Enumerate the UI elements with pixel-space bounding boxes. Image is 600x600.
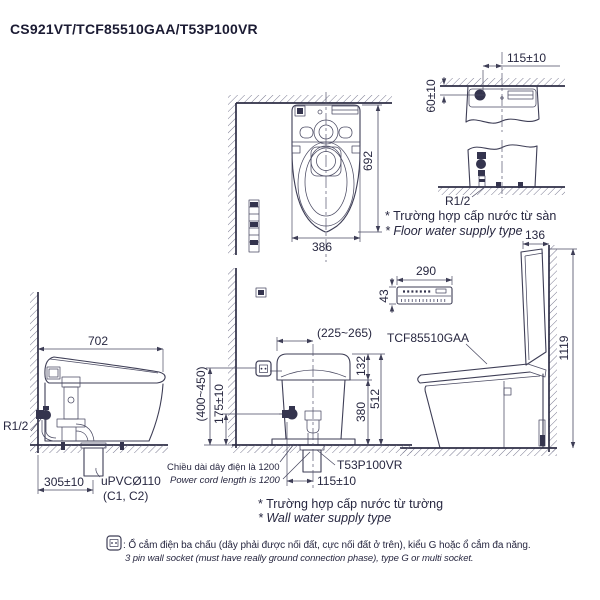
wall-supply-valve-icon [279, 406, 298, 420]
wall-hatch [549, 245, 557, 452]
floor-hatch [232, 445, 301, 453]
dim-lid-height: 132 [354, 356, 368, 376]
cord-note-vi: Chiều dài dây điện là 1200 [167, 462, 280, 473]
note-line2: 3 pin wall socket (must have really grou… [125, 553, 473, 564]
dim-lid-depth: 136 [525, 228, 545, 242]
cord-note-en: Power cord length is 1200 [170, 475, 281, 486]
pipe-variants: (C1, C2) [103, 489, 148, 503]
dim-socket-height: (400~450) [194, 366, 208, 421]
body-outline [44, 382, 164, 442]
wall-supply-caption-vi: * Trường hợp cấp nước từ tường [258, 497, 443, 511]
hinge-clip [294, 105, 323, 117]
wall-supply-caption-en: * Wall water supply type [258, 511, 391, 525]
wall-hatch-top [228, 95, 392, 103]
floor-supply-plan-drawing: 115±10 60±10 [424, 51, 565, 132]
bowl-inner [304, 147, 348, 217]
note-line1: : Ổ cắm điện ba chấu (dây phải được nối … [123, 538, 531, 551]
body [424, 373, 546, 449]
footnote: : Ổ cắm điện ba chấu (dây phải được nối … [106, 535, 531, 564]
thread-label: R1/2 [3, 419, 29, 433]
wall-valve-icon [36, 406, 57, 442]
wall-outlet-box-side [255, 287, 267, 298]
dim-wall-clearance: 60±10 [424, 79, 438, 113]
base-plate [271, 438, 356, 446]
floor-supply-caption-vi: * Trường hợp cấp nước từ sàn [385, 209, 556, 223]
pipe-label: uPVCØ110 [101, 474, 161, 488]
dim-side-clearance: (225~265) [317, 326, 372, 340]
dim-valve-height: 175±10 [212, 384, 226, 424]
floor-hatch [322, 445, 412, 453]
thread-label: R1/2 [445, 194, 471, 208]
floor-supply-caption-en: * Floor water supply type [385, 224, 523, 238]
tank-top [468, 88, 537, 108]
floor-bolt [120, 442, 124, 450]
top-view-drawing: 692 386 [228, 92, 392, 298]
lid-rear [276, 353, 351, 381]
closed-lid [44, 356, 166, 384]
side-view-open-drawing: 136 1119 TCF85510GAA [387, 228, 577, 456]
seat-label: TCF85510GAA [387, 331, 469, 345]
floor-bolt [496, 182, 501, 188]
night-light [46, 366, 61, 380]
wall-face [235, 102, 392, 255]
wall-hatch [228, 268, 236, 448]
floor-hatch [438, 187, 565, 195]
floor-bolt [518, 182, 523, 188]
wall-hatch [440, 78, 565, 86]
remote-body [396, 286, 453, 305]
dim-body-height: 380 [354, 402, 368, 422]
drain-assembly [299, 410, 325, 473]
power-socket-icon [106, 535, 122, 551]
left-bracket [291, 145, 301, 154]
remote-dim-width: 290 [416, 264, 436, 278]
side-view-closed-drawing: 702 R1/2 305± [3, 292, 168, 503]
wall-hatch-left [228, 103, 236, 255]
remote-dim-height: 43 [377, 289, 391, 303]
valve-label: T53P100VR [337, 458, 403, 472]
remote-control-drawing: 290 43 [377, 264, 453, 313]
floor-hatch [104, 445, 168, 453]
page-title: CS921VT/TCF85510GAA/T53P100VR [10, 21, 258, 37]
floor-hatch [30, 445, 83, 453]
dim-width: 386 [312, 240, 332, 254]
dim-supply-offset: 115±10 [317, 474, 356, 488]
flush-panel [331, 105, 359, 115]
floor-bolt [61, 442, 65, 450]
internal-mechanism [56, 376, 95, 442]
rear-view-drawing: (225~265) 132 380 512 (400~450) 175±10 1… [167, 268, 443, 525]
floor-hatch [400, 448, 557, 456]
dim-length: 702 [88, 334, 108, 348]
open-lid [520, 248, 547, 366]
seat [417, 363, 547, 384]
wall-hatch [30, 292, 38, 453]
wall-supply-strip [248, 199, 260, 253]
dim-total-height: 1119 [557, 335, 571, 360]
toilet-base-outline [467, 144, 538, 188]
dim-offset: 115±10 [507, 51, 546, 65]
drain-pipe [80, 442, 107, 477]
dim-drain-offset: 305±10 [44, 475, 84, 489]
right-bracket [351, 145, 361, 154]
body-rear [281, 379, 346, 440]
floor-supply-front-drawing: R1/2 * Trường hợp cấp nước từ sàn * Floo… [385, 140, 565, 238]
dim-total-height: 512 [368, 389, 382, 409]
dim-depth: 692 [361, 151, 375, 171]
floor-supply-valve-icon [472, 152, 491, 188]
power-socket-icon [255, 360, 272, 377]
